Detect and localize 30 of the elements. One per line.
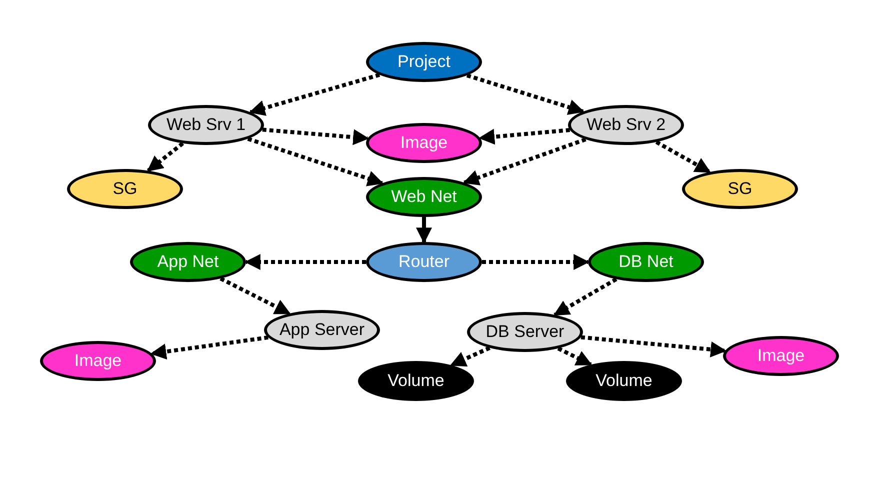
- arrow: [416, 217, 432, 244]
- node-label: App Server: [279, 320, 365, 340]
- node-label: Volume: [388, 371, 444, 391]
- arrow: [220, 276, 291, 316]
- ellipse-node: [366, 177, 482, 217]
- node-label: Router: [398, 252, 450, 272]
- node-label: SG: [112, 179, 138, 199]
- ellipse-node: [568, 105, 684, 145]
- node-label: DB Net: [618, 252, 674, 272]
- arrow: [462, 138, 586, 186]
- arrow: [478, 128, 570, 145]
- node-label: Image: [74, 351, 122, 371]
- node-label: Web Srv 1: [166, 115, 246, 135]
- node-label: Image: [757, 346, 805, 366]
- node-label: Web Srv 2: [586, 115, 666, 135]
- node-label: SG: [728, 179, 752, 199]
- arrow: [482, 254, 590, 270]
- arrow: [244, 254, 366, 270]
- node-label: Web Net: [391, 187, 457, 207]
- node-label: App Net: [157, 252, 219, 272]
- node-label: Volume: [596, 371, 652, 391]
- ellipse-node: [366, 42, 482, 82]
- node-label: DB Server: [486, 322, 564, 342]
- node-label: Image: [400, 133, 448, 153]
- ellipse-node: [148, 105, 264, 145]
- arrow: [247, 136, 384, 186]
- arrow: [248, 72, 380, 116]
- arrow: [557, 346, 592, 366]
- node-label: Project: [398, 52, 450, 72]
- arrow: [466, 74, 584, 115]
